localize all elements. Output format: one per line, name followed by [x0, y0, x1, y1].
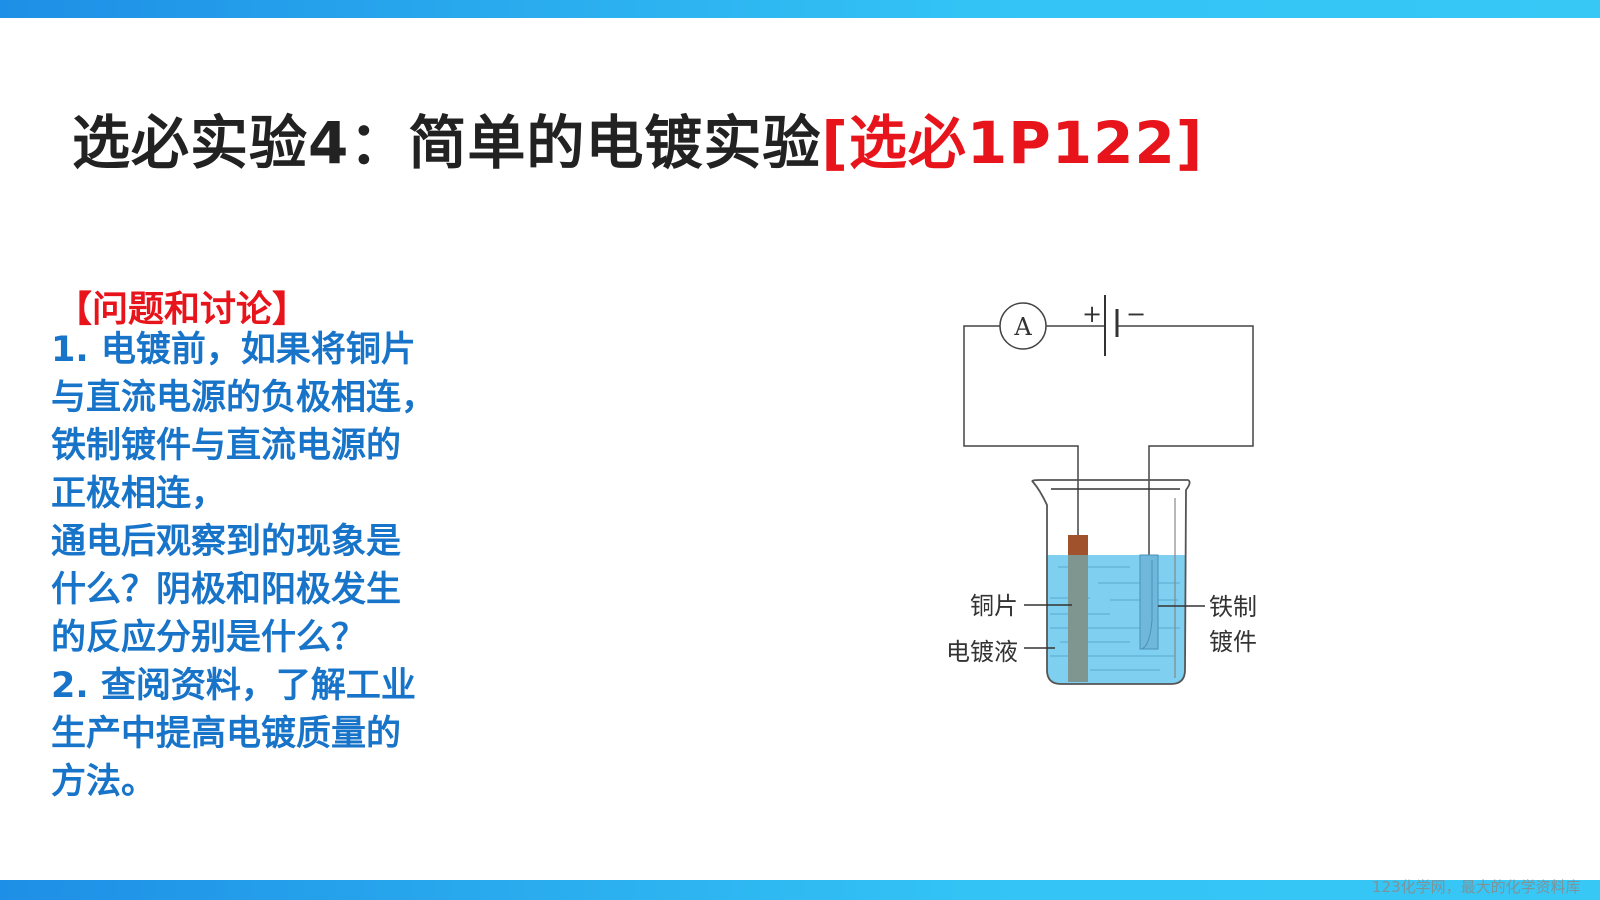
- text-line: 1. 电镀前，如果将铜片: [51, 330, 416, 370]
- discussion-body: 1. 电镀前，如果将铜片 与直流电源的负极相连， 铁制镀件与直流电源的 正极相连…: [51, 326, 491, 806]
- title-reference: [选必1P122]: [821, 109, 1204, 177]
- circuit-wires: [963, 325, 1254, 555]
- bottom-bar: [0, 880, 1600, 900]
- top-bar: [0, 0, 1600, 18]
- text-line: 与直流电源的负极相连，: [51, 378, 437, 418]
- discussion-heading: 【问题和讨论】: [56, 289, 309, 330]
- minus-sign: −: [1126, 300, 1146, 328]
- text-line: 生产中提高电镀质量的: [51, 714, 402, 754]
- watermark: 123化学网，最大的化学资料库: [1372, 878, 1581, 896]
- text-line: 的反应分别是什么？: [51, 618, 367, 658]
- text-line: 2. 查阅资料，了解工业: [51, 666, 416, 706]
- label-solution: 电镀液: [946, 638, 1018, 666]
- plus-sign: +: [1082, 300, 1102, 328]
- text-line: 正极相连，: [51, 474, 227, 514]
- label-iron-1: 铁制: [1209, 593, 1257, 621]
- text-line: 通电后观察到的现象是: [51, 522, 402, 562]
- iron-workpiece: [1139, 554, 1159, 650]
- text-line: 铁制镀件与直流电源的: [51, 426, 402, 466]
- beaker: [1031, 479, 1191, 685]
- label-copper: 铜片: [970, 592, 1018, 620]
- text-line: 什么？阴极和阳极发生: [51, 570, 402, 610]
- ammeter-label: A: [1013, 313, 1032, 341]
- label-leaders: [1024, 604, 1205, 649]
- slide-title: 选必实验4：简单的电镀实验[选必1P122]: [72, 96, 1203, 180]
- text-line: 方法。: [51, 762, 157, 802]
- ammeter-icon: A: [999, 302, 1047, 350]
- title-main: 选必实验4：简单的电镀实验: [72, 109, 822, 177]
- label-iron-2: 镀件: [1209, 628, 1257, 656]
- battery-icon: [1104, 295, 1119, 356]
- copper-top: [1068, 535, 1088, 555]
- copper-electrode: [1068, 555, 1088, 682]
